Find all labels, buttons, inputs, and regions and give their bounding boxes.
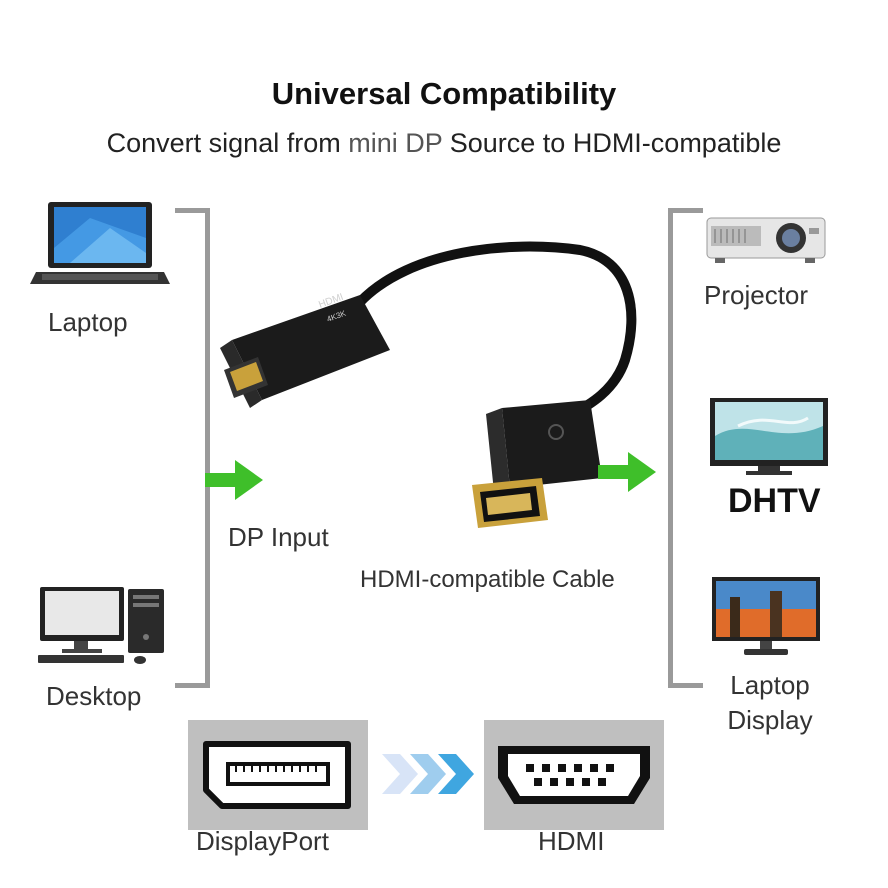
desktop-label: Desktop xyxy=(46,681,142,711)
tv-icon xyxy=(708,396,830,478)
input-arrow-icon xyxy=(205,460,263,500)
dhtv-label: DHTV xyxy=(728,482,821,520)
subtitle-highlight: mini DP xyxy=(348,128,443,158)
adapter-cable-icon: HDMI 4K3K xyxy=(210,230,650,540)
projector-icon xyxy=(705,212,829,266)
cable-label: HDMI-compatible Cable xyxy=(360,566,615,593)
laptop-label: Laptop xyxy=(48,307,128,337)
dp-input-label: DP Input xyxy=(228,522,329,552)
laptop-icon xyxy=(30,198,170,290)
laptop-display-icon xyxy=(710,575,822,659)
output-arrow-icon xyxy=(598,452,656,492)
right-bracket xyxy=(668,208,703,688)
displayport-label: DisplayPort xyxy=(196,826,329,856)
subtitle-suffix: Source to HDMI-compatible xyxy=(442,128,782,158)
subtitle-prefix: Convert signal from xyxy=(106,128,349,158)
hdmi-port-icon xyxy=(484,720,664,830)
laptop-display-label-line1: Laptop xyxy=(730,670,810,700)
conversion-chevrons-icon xyxy=(382,752,478,796)
laptop-display-label-line2: Display xyxy=(727,705,813,735)
displayport-port-icon xyxy=(188,720,368,830)
desktop-icon xyxy=(36,585,170,667)
page-subtitle: Convert signal from mini DP Source to HD… xyxy=(0,128,888,159)
left-bracket xyxy=(175,208,210,688)
projector-label: Projector xyxy=(704,280,809,310)
page-title: Universal Compatibility xyxy=(271,76,617,111)
hdmi-label: HDMI xyxy=(538,826,605,856)
